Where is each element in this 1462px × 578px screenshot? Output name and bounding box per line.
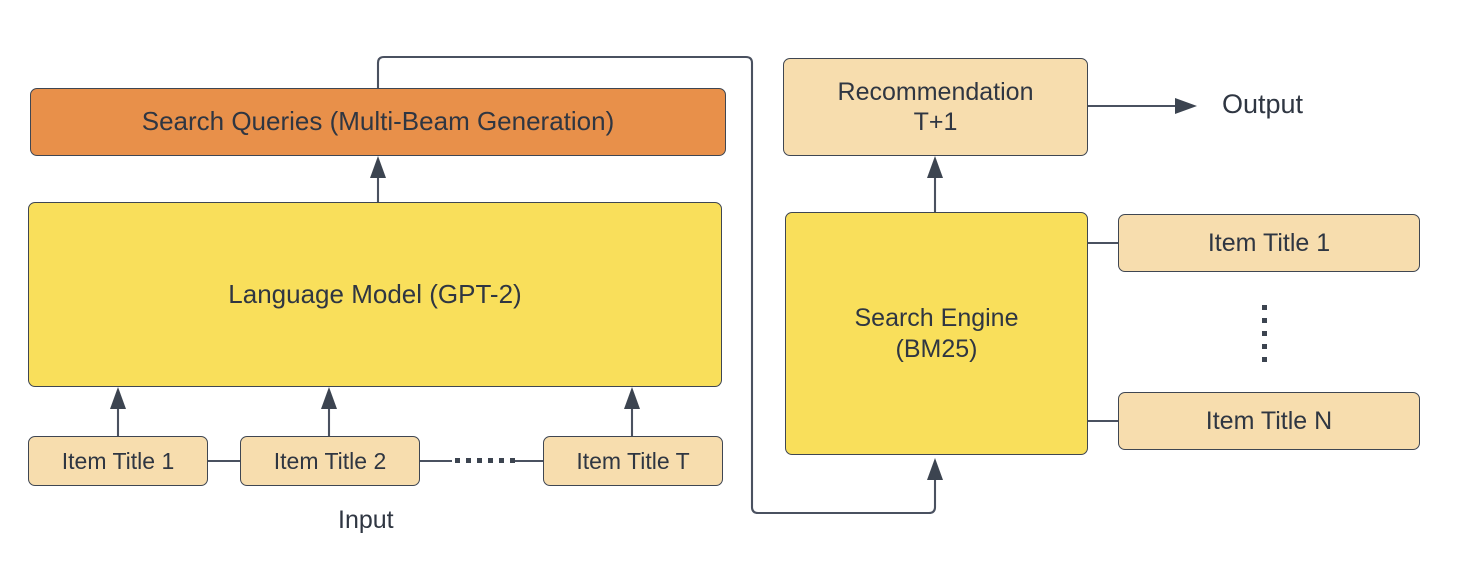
input-label: Input [338, 506, 394, 534]
node-input-item-title-t[interactable]: Item Title T [543, 436, 723, 486]
item2-to-lm-arrowhead [321, 387, 337, 409]
engine-to-recommendation-arrowhead [927, 156, 943, 178]
item1-to-lm-arrowhead [110, 387, 126, 409]
node-catalog-item-title-n[interactable]: Item Title N [1118, 392, 1420, 450]
vertical-ellipsis-dot [1262, 331, 1267, 336]
vertical-ellipsis-dot [1262, 305, 1267, 310]
ellipsis-dot [499, 458, 504, 463]
vertical-ellipsis-dot [1262, 344, 1267, 349]
itemT-to-lm-arrowhead [624, 387, 640, 409]
node-recommendation[interactable]: Recommendation T+1 [783, 58, 1088, 156]
output-label: Output [1222, 89, 1304, 119]
node-input-item-title-1[interactable]: Item Title 1 [28, 436, 208, 486]
ellipsis-dot [466, 458, 471, 463]
output-arrowhead [1175, 98, 1197, 114]
node-language-model[interactable]: Language Model (GPT-2) [28, 202, 722, 387]
node-catalog-item-title-1[interactable]: Item Title 1 [1118, 214, 1420, 272]
ellipsis-dot [510, 458, 515, 463]
ellipsis-dot [455, 458, 460, 463]
vertical-ellipsis-dot [1262, 357, 1267, 362]
ellipsis-dot [488, 458, 493, 463]
ellipsis-dot [477, 458, 482, 463]
feedback-loop-arrowhead [927, 458, 943, 480]
vertical-ellipsis-dot [1262, 318, 1267, 323]
lm-to-queries-arrowhead [370, 156, 386, 178]
node-input-item-title-2[interactable]: Item Title 2 [240, 436, 420, 486]
node-search-engine[interactable]: Search Engine (BM25) [785, 212, 1088, 455]
node-search-queries[interactable]: Search Queries (Multi-Beam Generation) [30, 88, 726, 156]
